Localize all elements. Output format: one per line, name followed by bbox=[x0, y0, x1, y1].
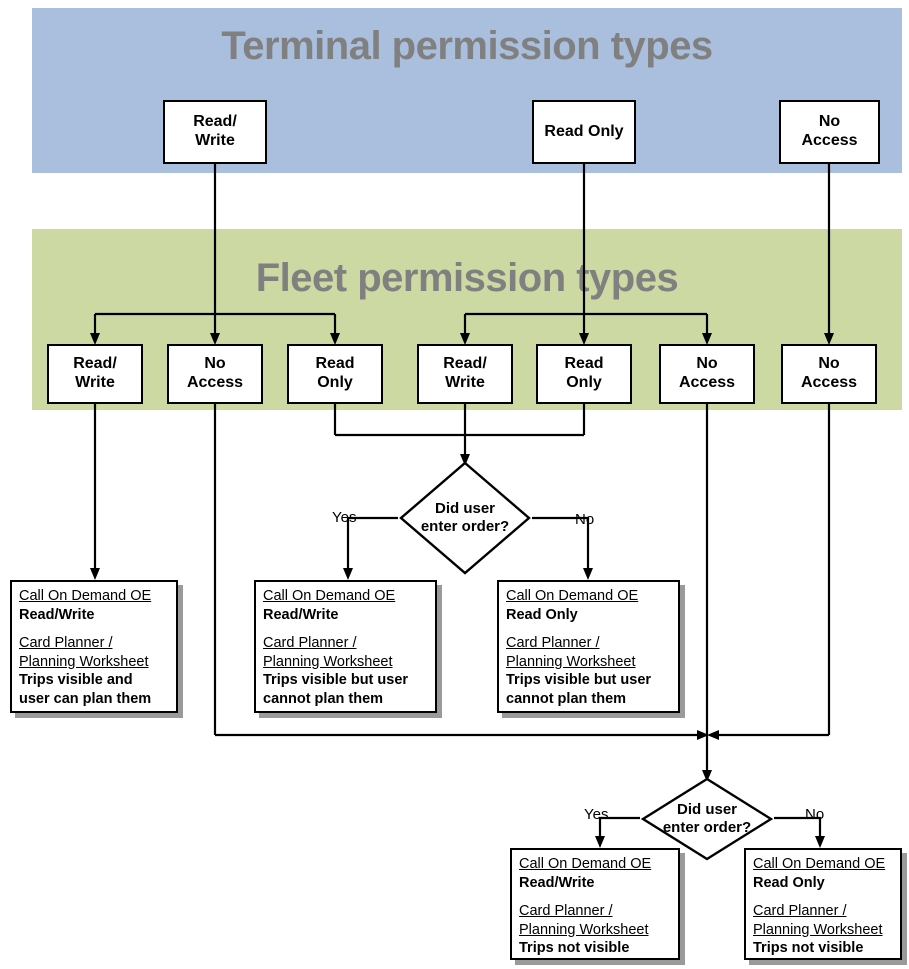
fleet-band-title: Fleet permission types bbox=[255, 256, 679, 300]
terminal-box-read-write-line2: Write bbox=[195, 132, 235, 149]
decision-mid-no-label: No bbox=[575, 511, 595, 528]
result-1-cp-label-1: Card Planner / bbox=[263, 634, 357, 651]
result-0-cp-label-1: Card Planner / bbox=[19, 634, 113, 651]
fleet-box-read-write-1-line1: Read/ bbox=[73, 355, 117, 373]
fleet-box-read-write-1[interactable]: Read/ Write bbox=[47, 344, 143, 404]
fleet-box-no-access-2-line1: No bbox=[696, 355, 718, 373]
result-2-oe-label: Call On Demand OE bbox=[506, 588, 639, 604]
terminal-box-read-write-line1: Read/ bbox=[193, 113, 237, 131]
fleet-box-no-access-3-line2: Access bbox=[800, 374, 858, 391]
result-2-cp-value-1: Trips visible but user bbox=[506, 672, 652, 689]
terminal-box-read-only[interactable]: Read Only bbox=[532, 100, 636, 164]
decision-mid-yes-label: Yes bbox=[332, 509, 357, 526]
fleet-box-read-write-2[interactable]: Read/ Write bbox=[417, 344, 513, 404]
result-1-spacer bbox=[263, 625, 428, 634]
result-0-oe-label: Call On Demand OE bbox=[19, 588, 152, 604]
result-2-oe-value: Read Only bbox=[506, 606, 578, 623]
result-2-cp-value-2: cannot plan them bbox=[506, 691, 627, 708]
fleet-box-read-write-2-line2: Write bbox=[445, 374, 485, 391]
result-3-oe-value: Read/Write bbox=[519, 874, 595, 891]
decision-did-user-enter-order-mid[interactable]: Did user enter order? bbox=[398, 460, 532, 576]
result-3-cp-value-1: Trips not visible bbox=[519, 940, 630, 957]
fleet-box-read-only-1-line1: Read bbox=[315, 355, 355, 373]
fleet-box-read-only-2-line2: Only bbox=[566, 374, 602, 391]
result-4-cp-value-1: Trips not visible bbox=[753, 940, 864, 957]
fleet-box-no-access-2[interactable]: No Access bbox=[659, 344, 755, 404]
result-3-oe-label: Call On Demand OE bbox=[519, 856, 652, 872]
result-1-cp-label-2: Planning Worksheet bbox=[263, 653, 393, 670]
terminal-box-no-access-line1: No bbox=[818, 113, 841, 131]
terminal-box-read-write[interactable]: Read/ Write bbox=[163, 100, 267, 164]
result-4-oe-label: Call On Demand OE bbox=[753, 856, 886, 872]
fleet-box-read-only-2-line1: Read bbox=[564, 355, 604, 373]
result-box-ro-noplan[interactable]: Call On Demand OE Read Only Card Planner… bbox=[497, 580, 680, 713]
fleet-box-no-access-3-line1: No bbox=[818, 355, 840, 373]
result-2-spacer bbox=[506, 625, 671, 634]
decision-bottom-no-label: No bbox=[805, 806, 825, 823]
result-3-spacer bbox=[519, 893, 671, 902]
result-0-cp-value-2: user can plan them bbox=[19, 691, 152, 708]
fleet-box-no-access-1-line1: No bbox=[204, 355, 226, 373]
result-2-cp-label-2: Planning Worksheet bbox=[506, 653, 636, 670]
result-box-rw-notvisible[interactable]: Call On Demand OE Read/Write Card Planne… bbox=[510, 848, 680, 960]
fleet-box-no-access-1-line2: Access bbox=[186, 374, 244, 391]
result-3-cp-label-1: Card Planner / bbox=[519, 902, 613, 919]
diamond-shape-bottom bbox=[640, 777, 774, 861]
fleet-box-read-write-2-line1: Read/ bbox=[443, 355, 487, 373]
fleet-box-no-access-3[interactable]: No Access bbox=[781, 344, 877, 404]
result-box-rw-plan[interactable]: Call On Demand OE Read/Write Card Planne… bbox=[10, 580, 178, 713]
result-1-cp-value-1: Trips visible but user bbox=[263, 672, 409, 689]
fleet-box-read-only-1[interactable]: Read Only bbox=[287, 344, 383, 404]
result-4-oe-value: Read Only bbox=[753, 874, 825, 891]
result-0-cp-label-2: Planning Worksheet bbox=[19, 653, 149, 670]
result-2-cp-label-1: Card Planner / bbox=[506, 634, 600, 651]
result-4-spacer bbox=[753, 893, 893, 902]
fleet-box-read-only-2[interactable]: Read Only bbox=[536, 344, 632, 404]
terminal-box-no-access-line2: Access bbox=[801, 132, 858, 149]
fleet-box-read-only-1-line2: Only bbox=[317, 374, 353, 391]
result-1-cp-value-2: cannot plan them bbox=[263, 691, 384, 708]
terminal-box-read-only-line1: Read Only bbox=[544, 122, 624, 140]
result-4-cp-label-2: Planning Worksheet bbox=[753, 921, 883, 938]
terminal-box-no-access[interactable]: No Access bbox=[779, 100, 880, 164]
result-0-oe-value: Read/Write bbox=[19, 606, 95, 623]
result-1-oe-label: Call On Demand OE bbox=[263, 588, 396, 604]
result-3-cp-label-2: Planning Worksheet bbox=[519, 921, 649, 938]
fleet-box-no-access-2-line2: Access bbox=[678, 374, 736, 391]
fleet-box-no-access-1[interactable]: No Access bbox=[167, 344, 263, 404]
fleet-box-read-write-1-line2: Write bbox=[75, 374, 115, 391]
result-1-oe-value: Read/Write bbox=[263, 606, 339, 623]
result-0-cp-value-1: Trips visible and bbox=[19, 672, 133, 689]
result-0-spacer bbox=[19, 625, 169, 634]
result-4-cp-label-1: Card Planner / bbox=[753, 902, 847, 919]
decision-bottom-yes-label: Yes bbox=[584, 806, 609, 823]
terminal-band-title: Terminal permission types bbox=[221, 24, 713, 68]
result-box-rw-noplan[interactable]: Call On Demand OE Read/Write Card Planne… bbox=[254, 580, 437, 713]
diamond-shape-mid bbox=[399, 461, 531, 575]
result-box-ro-notvisible[interactable]: Call On Demand OE Read Only Card Planner… bbox=[744, 848, 902, 960]
